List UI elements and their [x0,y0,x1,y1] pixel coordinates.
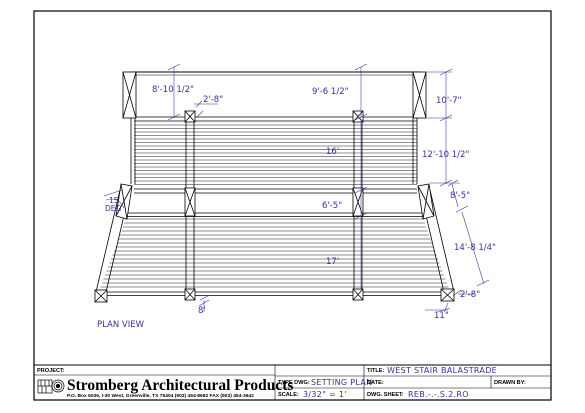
dim-angle-unit: DEG [105,204,122,213]
dim-right-angled: 8'-5" [450,191,470,201]
dim-lower-run: 17' [326,257,339,267]
top-right-pillar [412,71,427,119]
type-dwg-value: SETTING PLAN [311,378,372,387]
scale-label: SCALE: [278,392,299,398]
dim-top-center-span: 9'-6 1/2" [312,87,349,97]
sheet-border [33,10,552,401]
mid-corner-posts [115,183,435,220]
type-dwg-label: TYPE DWG: [278,380,310,386]
dim-bottom-corner: 11" [434,311,449,321]
title-value: WEST STAIR BALASTRADE [387,366,497,375]
dimension-texts: 8'-10 1/2" 9'-6 1/2" 2'-8" 10'-7" 12'-10… [97,85,496,330]
company-address: P.O. Box 6036, I-30 West, Greenville, TX… [67,393,254,399]
date-label: DATE: [367,380,384,386]
upper-treads [134,124,417,185]
top-left-pillar [122,71,137,119]
scale-value: 3/32" = 1' [303,390,347,399]
dim-angle-value: 15 [109,196,119,205]
dim-top-left-span: 8'-10 1/2" [152,85,194,95]
company-name: Stromberg Architectural Products [67,377,293,394]
bottom-corner-posts [94,288,455,303]
title-block: PROJECT: Stromberg Architectural Product… [34,364,551,400]
dimension-lines [103,63,490,313]
plan-drawing: 8'-10 1/2" 9'-6 1/2" 2'-8" 10'-7" 12'-10… [94,63,496,330]
inner-posts [184,110,364,301]
plan-view-label: PLAN VIEW [97,320,145,330]
lower-treads [100,218,449,288]
dwg-sheet-label: DWG. SHEET: [367,392,404,398]
company-logo-icon [37,379,65,394]
dim-right-middle: 12'-10 1/2" [422,150,469,160]
dim-post-width: 2'-8" [203,95,223,105]
dwg-sheet-value: REB.-.-.S.2.RO [408,390,469,399]
dim-bottom-right: 2'-8" [460,290,480,300]
title-label: TITLE: [367,368,385,374]
drawn-by-label: DRAWN BY: [494,380,526,386]
dim-middle-gap: 6'-5" [322,201,342,211]
dim-upper-run: 16' [326,147,339,157]
dim-right-long: 14'-8 1/4" [454,243,496,253]
project-label: PROJECT: [37,368,65,374]
dim-right-upper: 10'-7" [436,96,462,106]
dim-bottom-center: 8' [198,306,206,316]
